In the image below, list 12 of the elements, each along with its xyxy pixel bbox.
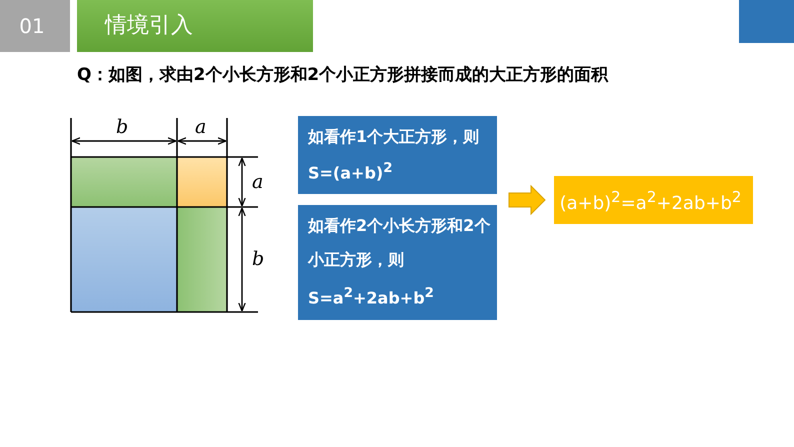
explanation-box: 如看作1个大正方形，则S=(a+b)$^{2}$: [298, 116, 497, 194]
corner-block: [739, 0, 794, 43]
explanation-box: 如看作2个小长方形和2个小正方形，则S=a$^{2}$+2ab+b$^{2}$: [298, 205, 497, 320]
dimension-label: b: [116, 116, 128, 138]
section-number: 01: [0, 0, 70, 52]
question-text: Q：如图，求由2个小长方形和2个小正方形拼接而成的大正方形的面积: [77, 64, 608, 86]
section-header: 情境引入: [77, 0, 313, 52]
result-box: (a+b)$^{2}$=a$^{2}$+2ab+b$^{2}$: [554, 176, 753, 224]
dimension-label: b: [252, 248, 264, 270]
dimension-label: a: [195, 116, 206, 138]
dimension-label: a: [252, 171, 264, 193]
block-arrow: [508, 184, 546, 216]
